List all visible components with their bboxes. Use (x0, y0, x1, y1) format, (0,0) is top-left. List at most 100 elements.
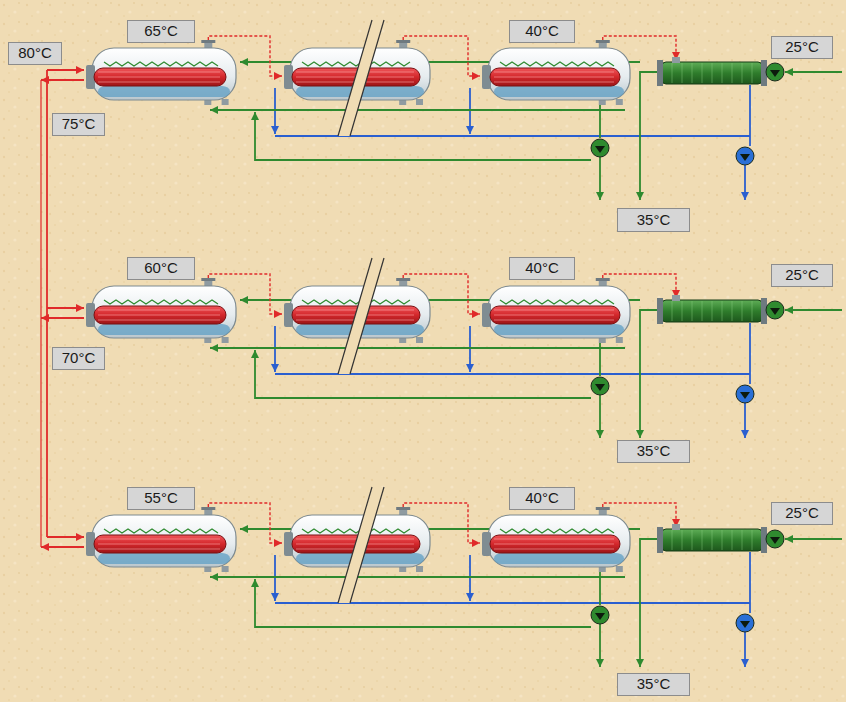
pump-symbol (736, 147, 754, 165)
distillate-drop (749, 85, 751, 146)
distillate-drop (274, 326, 276, 372)
temperature-tag: 55°C (127, 487, 195, 510)
temperature-tag: 25°C (771, 264, 833, 287)
pump-symbol (591, 377, 609, 395)
effect-vessel (86, 278, 236, 343)
plant-trains (41, 20, 842, 667)
distillate-out (744, 403, 746, 438)
brine-out (599, 395, 601, 438)
temperature-tag: 25°C (771, 502, 833, 525)
break-mark (338, 258, 384, 374)
distillate-drop (274, 88, 276, 134)
condenser (657, 57, 767, 86)
brine-line (210, 347, 625, 349)
brine-line (210, 109, 625, 111)
temperature-tag: 60°C (127, 257, 195, 280)
distillate-drop (469, 88, 471, 134)
recycle-line (255, 579, 591, 627)
distillate-out (744, 632, 746, 667)
temperature-tag: 65°C (127, 20, 195, 43)
effect-vessel (482, 40, 630, 105)
temperature-value: 40°C (525, 260, 559, 277)
effect-vessel (86, 40, 236, 105)
hot-water-supply (47, 536, 84, 538)
cooling-out (640, 72, 662, 200)
temperature-value: 35°C (637, 676, 671, 693)
temperature-tag: 70°C (52, 347, 105, 370)
effect-vessel (482, 507, 630, 572)
temperature-value: 60°C (144, 260, 178, 277)
vapour-line (403, 274, 480, 314)
cooling-out (640, 539, 662, 667)
distillate-drop (274, 555, 276, 601)
temperature-value: 65°C (144, 23, 178, 40)
temperature-value: 25°C (785, 505, 819, 522)
distillate-drop (749, 552, 751, 613)
brine-drop (599, 104, 601, 138)
temperature-value: 25°C (785, 39, 819, 56)
hot-water-supply (47, 69, 84, 71)
pump-symbol (766, 301, 784, 319)
recycle-line (255, 112, 591, 160)
temperature-tag: 35°C (617, 440, 690, 463)
condenser (657, 524, 767, 553)
temperature-value: 75°C (62, 116, 96, 133)
distillate-out (744, 165, 746, 200)
recycle-line (255, 350, 591, 398)
seawater-in (785, 71, 842, 73)
brine-line (210, 576, 625, 578)
temperature-value: 25°C (785, 267, 819, 284)
brine-out (599, 624, 601, 667)
temperature-value: 35°C (637, 212, 671, 229)
cooling-out (640, 310, 662, 438)
distillate-drop (469, 555, 471, 601)
temperature-value: 40°C (525, 490, 559, 507)
hot-water-return-header (40, 80, 41, 547)
vapour-line (403, 36, 480, 76)
train-row (41, 258, 842, 438)
vapour-line (403, 503, 480, 543)
temperature-tag: 35°C (617, 673, 690, 696)
hot-water-header (46, 70, 48, 537)
temperature-value: 35°C (637, 443, 671, 460)
distillate-drop (749, 323, 751, 384)
temperature-value: 55°C (144, 490, 178, 507)
brine-drop (599, 342, 601, 376)
pump-symbol (766, 530, 784, 548)
break-mark (338, 20, 384, 136)
pump-symbol (736, 614, 754, 632)
vapour-line (603, 274, 676, 298)
temperature-tag: 35°C (617, 208, 690, 232)
distillate-drop (469, 326, 471, 372)
temperature-tag: 80°C (8, 42, 62, 65)
train-row (41, 20, 842, 200)
vapour-line (208, 274, 282, 314)
pump-symbol (591, 139, 609, 157)
temperature-value: 40°C (525, 23, 559, 40)
hot-water-supply (47, 307, 84, 309)
temperature-tag: 40°C (509, 20, 575, 43)
temperature-tag: 25°C (771, 36, 833, 59)
temperature-tag: 40°C (509, 487, 575, 510)
vapour-line (603, 36, 676, 60)
brine-out (599, 157, 601, 200)
train-row (41, 487, 842, 667)
pump-symbol (591, 606, 609, 624)
pump-symbol (736, 385, 754, 403)
vapour-line (603, 503, 676, 527)
temperature-value: 70°C (62, 350, 96, 367)
hot-water-return (41, 546, 84, 548)
effect-vessel (86, 507, 236, 572)
vapour-line (208, 36, 282, 76)
condenser (657, 295, 767, 324)
seawater-in (785, 309, 842, 311)
brine-drop (599, 571, 601, 605)
break-mark (338, 487, 384, 603)
pump-symbol (766, 63, 784, 81)
vapour-line (208, 503, 282, 543)
effect-vessel (482, 278, 630, 343)
temperature-tag: 40°C (509, 257, 575, 280)
